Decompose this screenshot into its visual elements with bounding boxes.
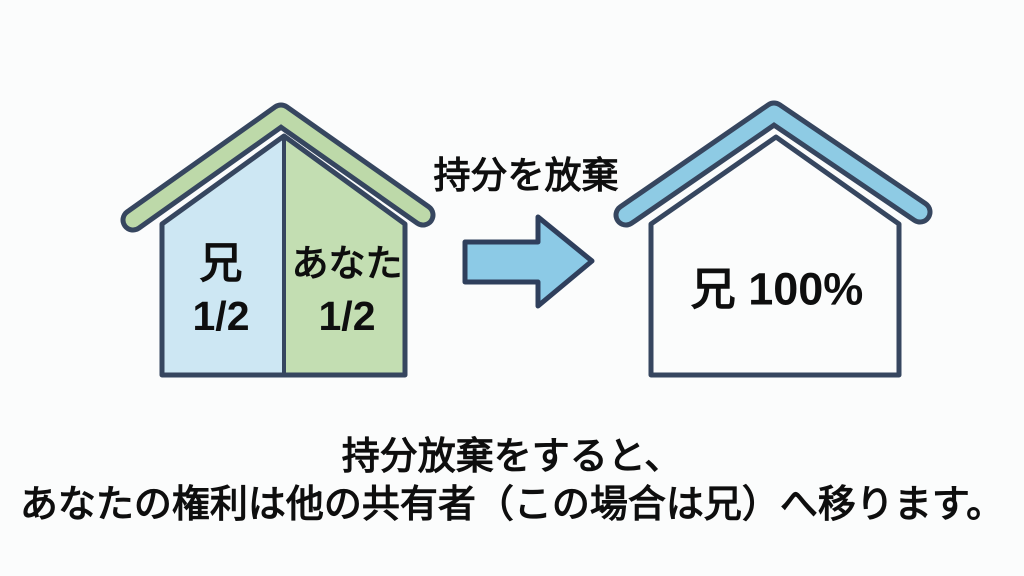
brother-full-ownership-label: 兄 100% <box>690 263 864 315</box>
transfer-arrow <box>462 214 595 309</box>
brother-share-label: 兄 1/2 <box>193 238 250 342</box>
left-house-roof <box>125 107 431 228</box>
renounce-share-arrow-label: 持分を放棄 <box>433 155 619 196</box>
brother-share-owner: 兄 <box>199 240 243 288</box>
left-house-brother-half <box>162 136 284 375</box>
your-share-fraction: 1/2 <box>318 293 376 339</box>
caption-line-1: 持分放棄をすると、 <box>341 436 683 478</box>
left-house-your-half <box>284 136 405 375</box>
your-share-label: あなた 1/2 <box>292 238 403 342</box>
explanation-caption: 持分放棄をすると、 あなたの権利は他の共有者（この場合は兄）へ移ります。 <box>0 433 1024 529</box>
brother-share-fraction: 1/2 <box>192 293 250 339</box>
right-house-roof <box>618 105 928 223</box>
left-house-outline <box>159 133 408 378</box>
right-house-body <box>648 134 902 378</box>
your-share-owner: あなた <box>291 243 403 284</box>
caption-line-2: あなたの権利は他の共有者（この場合は兄）へ移ります。 <box>19 484 1005 526</box>
right-house-roof-outline <box>613 100 933 228</box>
